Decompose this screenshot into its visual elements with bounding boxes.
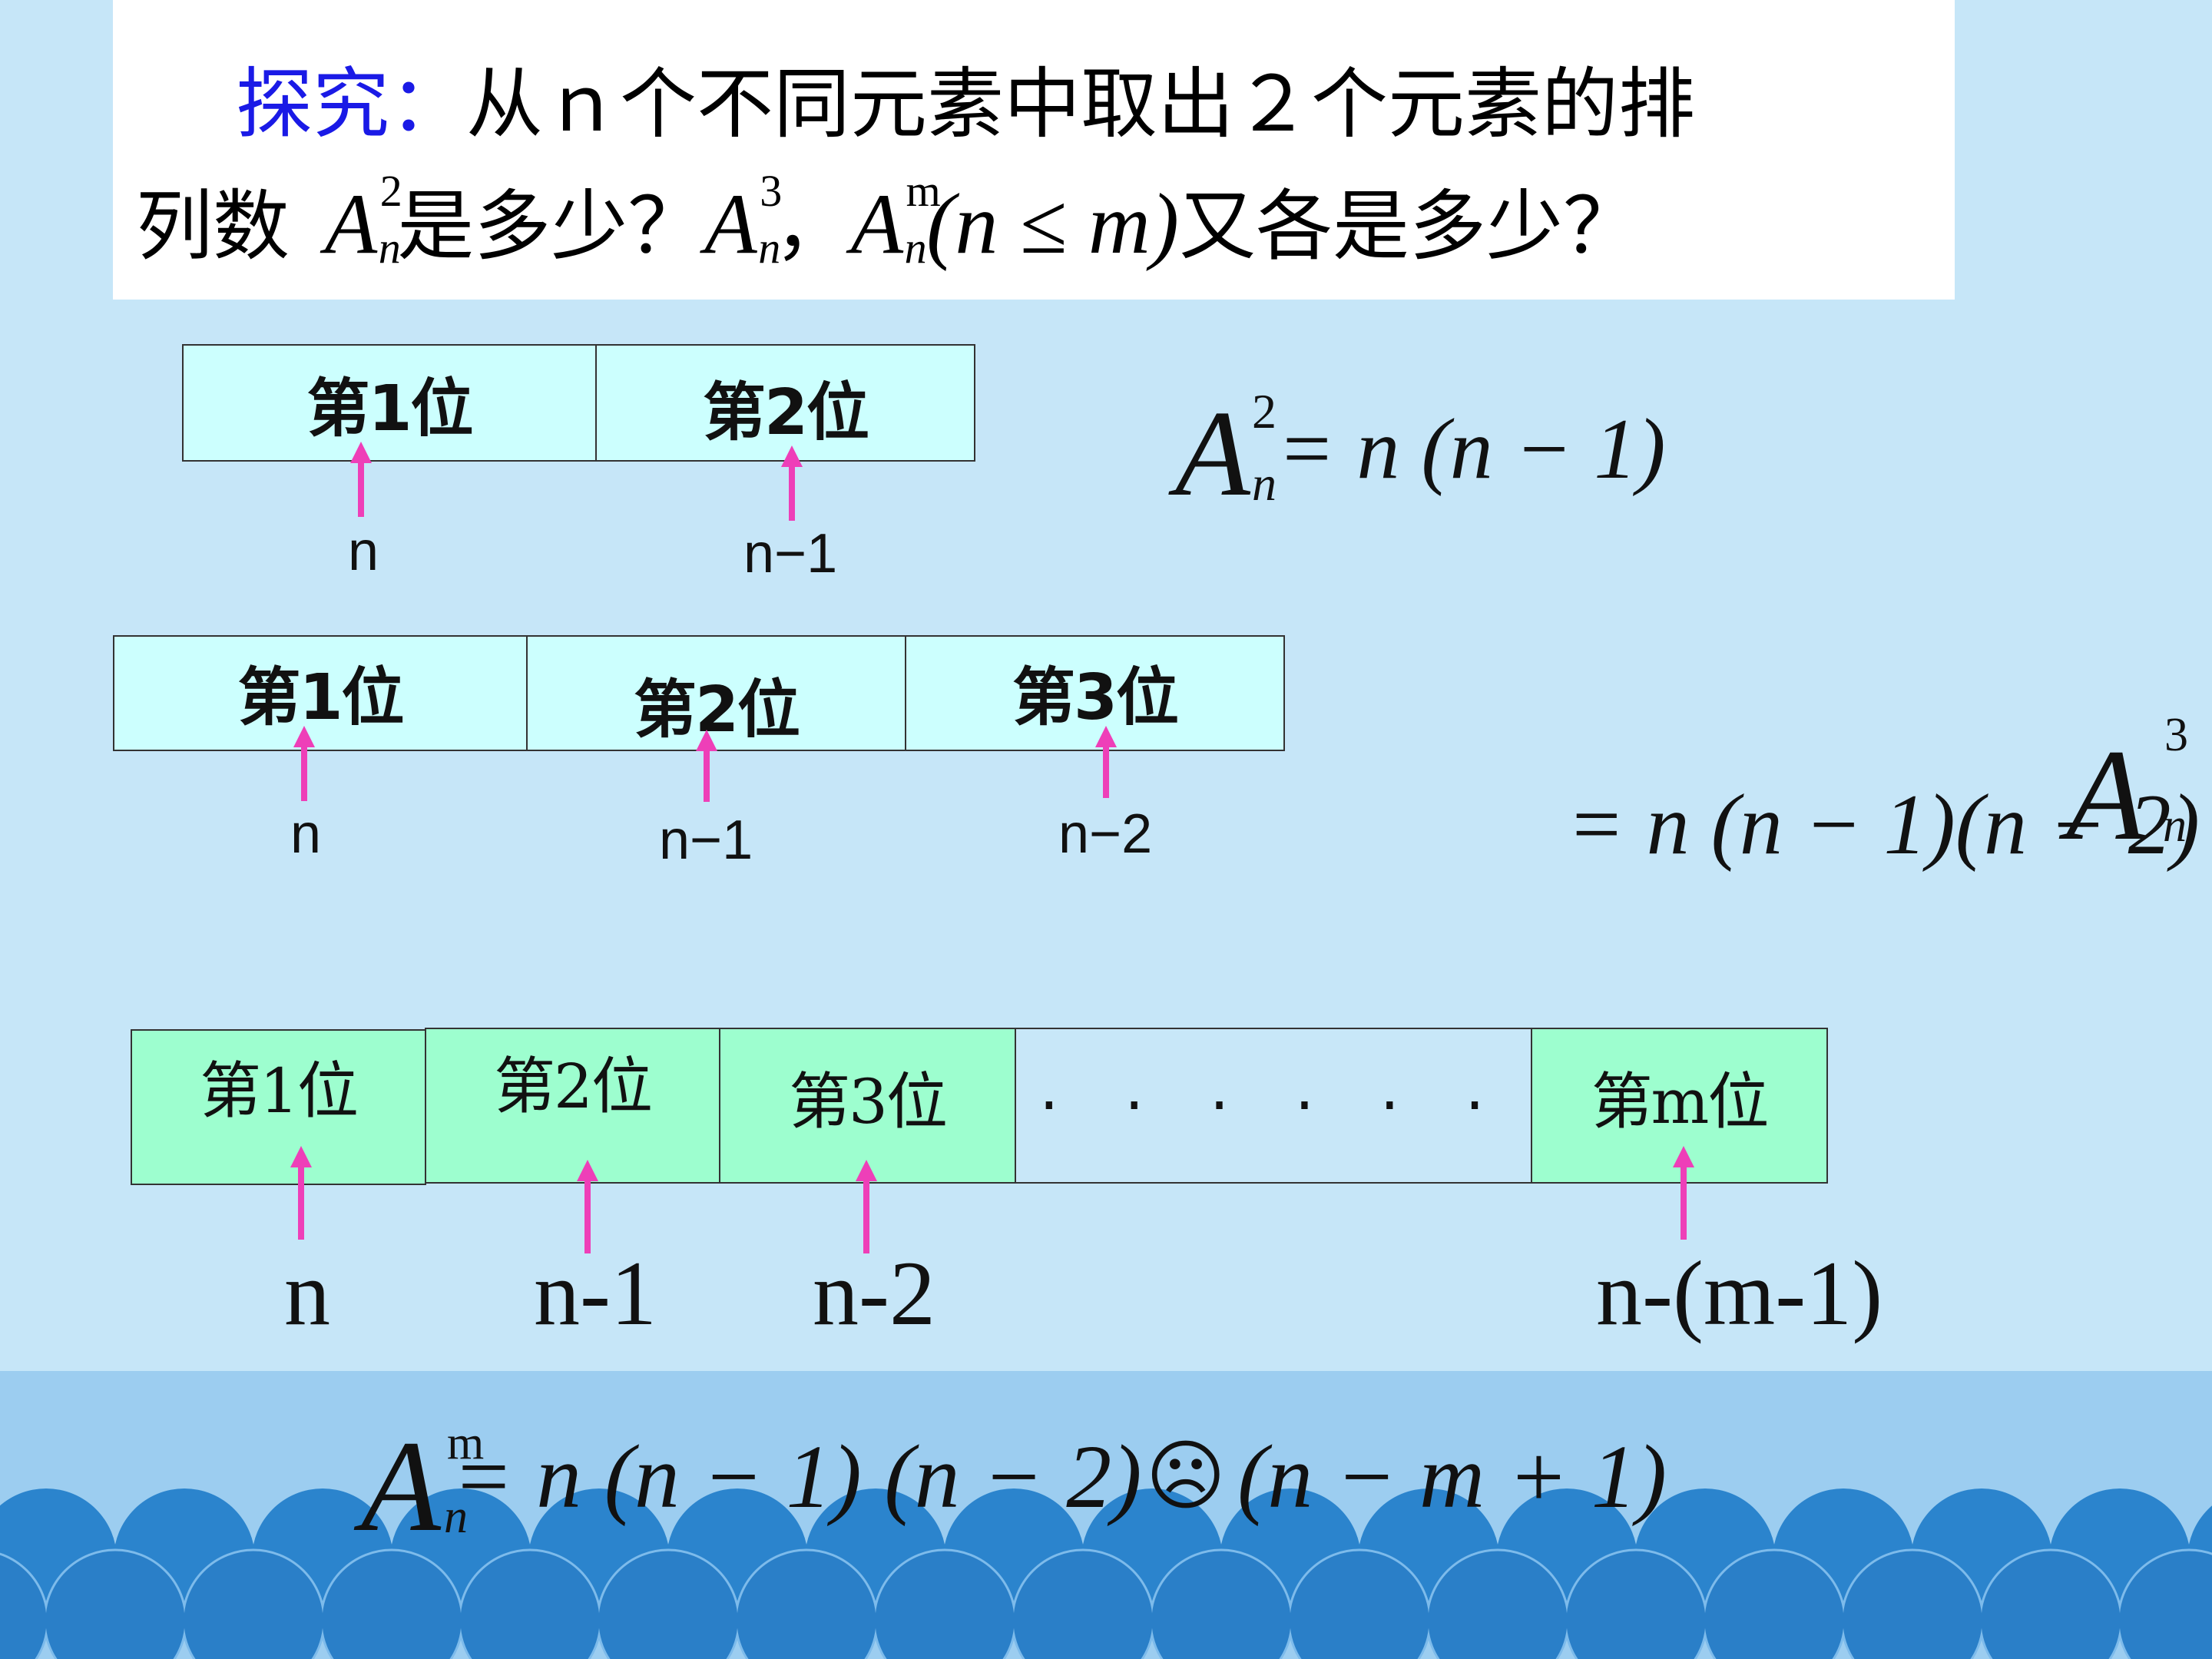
wave-decoration [0, 1459, 2212, 1659]
symbol-A-n-m: A m n [850, 166, 941, 273]
row3-label-2: n-1 [534, 1242, 657, 1344]
row3-arrow-1 [290, 1146, 312, 1240]
formula-rhs-3: = n (n − 1)(n − 2) [1567, 777, 2200, 873]
row2-cell-2: 第2位 [526, 635, 906, 751]
row3-cell-ellipsis: · · · · · · [1015, 1028, 1532, 1184]
symbol-A-n-3: A 3 n [704, 166, 783, 273]
row3-cell-1: 第1位 [131, 1029, 426, 1185]
row2-arrow-3 [1095, 726, 1117, 798]
row3-cell-2: 第2位 [425, 1028, 720, 1184]
row1-arrow-1 [350, 442, 372, 517]
frown-glyph: ☹ [1145, 1431, 1226, 1521]
formula-A-n-m: A m n = n (n − 1) (n − 2) ☹ (n − m + 1) [361, 1414, 1667, 1558]
title-condition: (n ≤ m) [926, 177, 1180, 272]
row3-arrow-2 [577, 1160, 598, 1253]
formula-final-A-symbol: A m n [361, 1414, 485, 1558]
row1-cell-2: 第2位 [595, 344, 975, 462]
formula-final-rhs: = n (n − 1) (n − 2) [452, 1426, 1142, 1527]
row3-label-3: n-2 [813, 1242, 935, 1344]
row1-arrow-2 [781, 445, 803, 521]
title-line-2-mid: 是多少？ [397, 181, 705, 271]
formula-final-tail: (n − m + 1) [1237, 1426, 1667, 1527]
title-keyword: 探究： [236, 59, 466, 149]
title-line-1: 探究：从ｎ个不同元素中取出２个元素的排 [236, 66, 1695, 143]
title-line-1-text: 从ｎ个不同元素中取出２个元素的排 [466, 59, 1695, 149]
title-comma: ， [773, 181, 851, 271]
title-line-2-end: 又各是多少？ [1179, 181, 1641, 271]
formula-A-n-2: A 2 n = n (n − 1) [1175, 384, 1666, 522]
formula-A-symbol: A 2 n [1175, 384, 1277, 522]
row3-label-m: n-(m-1) [1596, 1242, 1883, 1344]
title-box: 探究：从ｎ个不同元素中取出２个元素的排 列数 A 2 n 是多少？ A 3 n … [113, 0, 1955, 300]
row1-cell-1: 第1位 [182, 344, 597, 462]
row2-cell-3: 第3位 [905, 635, 1285, 751]
row3-label-1: n [284, 1242, 330, 1344]
row2-cell-1: 第1位 [113, 635, 528, 751]
row2-label-2: n−1 [659, 810, 753, 871]
formula-A-n-3: = n (n − 1)(n − 2) [1567, 776, 2200, 875]
formula-A-n-3-symbol: A 3 n [2066, 709, 2188, 867]
row2-label-3: n−2 [1058, 803, 1153, 865]
title-line-2-prefix: 列数 [136, 181, 290, 271]
row3-cell-3: 第3位 [719, 1028, 1016, 1184]
row3-arrow-3 [856, 1160, 877, 1253]
row2-label-1: n [290, 803, 322, 865]
row1-label-1: n [348, 521, 379, 582]
symbol-A-n-2: A 2 n [324, 166, 402, 273]
title-line-2: 列数 A 2 n 是多少？ A 3 n ， A m n (n ≤ m)又各是多少… [136, 166, 1640, 273]
row2-arrow-1 [293, 726, 315, 801]
formula-rhs: = n (n − 1) [1277, 402, 1666, 497]
row3-arrow-m [1673, 1146, 1694, 1240]
row1-label-2: n−1 [743, 523, 838, 584]
row2-arrow-2 [696, 730, 717, 802]
